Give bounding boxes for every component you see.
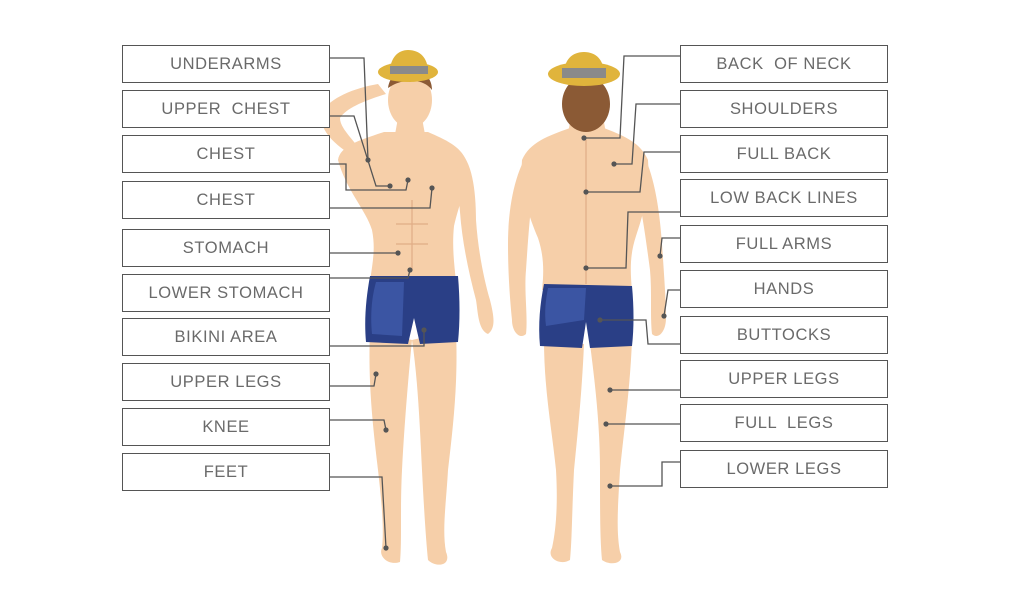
front-right-leg — [369, 330, 412, 563]
label-upper-legs-front: UPPER LEGS — [122, 363, 330, 401]
label-low-back-lines: LOW BACK LINES — [680, 179, 888, 217]
front-hanging-arm — [457, 150, 494, 334]
dot-knee — [383, 427, 389, 433]
connector-chest-2 — [330, 187, 433, 209]
front-abs-lines — [396, 200, 428, 270]
label-upper-chest: UPPER CHEST — [122, 90, 330, 128]
back-left-leg — [544, 340, 584, 563]
back-shorts-highlight — [545, 288, 586, 326]
label-hands: HANDS — [680, 270, 888, 308]
connector-full-back — [586, 151, 680, 193]
connector-upper-legs-front — [330, 373, 377, 387]
connector-hands — [663, 289, 680, 317]
dot-chest-1 — [405, 177, 411, 183]
dot-low-back — [583, 265, 589, 271]
dot-hands — [661, 313, 667, 319]
connector-underarms — [330, 57, 369, 161]
label-buttocks: BUTTOCKS — [680, 316, 888, 354]
dot-upper-legs-front — [373, 371, 379, 377]
dot-underarms — [365, 157, 371, 163]
label-knee: KNEE — [122, 408, 330, 446]
connector-dots — [365, 135, 667, 551]
front-hat-band — [390, 66, 428, 74]
back-hat-band — [562, 68, 606, 78]
dot-upper-chest — [387, 183, 393, 189]
back-right-leg — [590, 340, 632, 564]
connector-shoulders — [614, 103, 680, 165]
front-raised-arm — [321, 84, 386, 150]
connector-lines — [330, 55, 680, 549]
dot-full-legs — [603, 421, 609, 427]
label-full-legs: FULL LEGS — [680, 404, 888, 442]
label-back-of-neck: BACK OF NECK — [680, 45, 888, 83]
dot-buttocks — [597, 317, 603, 323]
connector-knee — [330, 419, 387, 431]
connector-low-back — [586, 211, 680, 269]
front-left-leg — [412, 330, 457, 565]
back-figure — [508, 52, 666, 564]
dot-full-back — [583, 189, 589, 195]
front-torso — [338, 132, 467, 282]
label-shoulders: SHOULDERS — [680, 90, 888, 128]
connector-buttocks — [600, 319, 680, 345]
label-upper-legs-back: UPPER LEGS — [680, 360, 888, 398]
connector-full-arms — [659, 237, 680, 257]
label-chest-1: CHEST — [122, 135, 330, 173]
front-head — [388, 72, 432, 128]
dot-chest-2 — [429, 185, 435, 191]
connector-upper-chest — [330, 115, 390, 187]
connector-back-of-neck — [584, 55, 680, 139]
label-full-back: FULL BACK — [680, 135, 888, 173]
front-shorts-highlight — [371, 282, 404, 336]
label-feet: FEET — [122, 453, 330, 491]
dot-back-of-neck — [581, 135, 587, 141]
dot-full-arms — [657, 253, 663, 259]
dot-lower-stomach — [407, 267, 413, 273]
label-stomach: STOMACH — [122, 229, 330, 267]
connector-chest-1 — [330, 163, 409, 191]
back-torso — [521, 128, 649, 290]
dot-upper-legs-back — [607, 387, 613, 393]
front-figure — [321, 50, 494, 565]
connector-bikini — [330, 330, 425, 347]
label-full-arms: FULL ARMS — [680, 225, 888, 263]
connector-lower-legs — [610, 461, 680, 487]
dot-shoulders — [611, 161, 617, 167]
back-right-arm — [636, 160, 666, 337]
label-underarms: UNDERARMS — [122, 45, 330, 83]
label-bikini-area: BIKINI AREA — [122, 318, 330, 356]
back-head — [562, 76, 610, 132]
label-chest-2: CHEST — [122, 181, 330, 219]
connector-feet — [330, 476, 387, 549]
label-lower-stomach: LOWER STOMACH — [122, 274, 330, 312]
dot-bikini — [421, 327, 427, 333]
connector-lower-stomach — [330, 269, 411, 279]
back-left-arm — [508, 160, 534, 337]
dot-lower-legs — [607, 483, 613, 489]
dot-stomach — [395, 250, 401, 256]
label-lower-legs: LOWER LEGS — [680, 450, 888, 488]
dot-feet — [383, 545, 389, 551]
